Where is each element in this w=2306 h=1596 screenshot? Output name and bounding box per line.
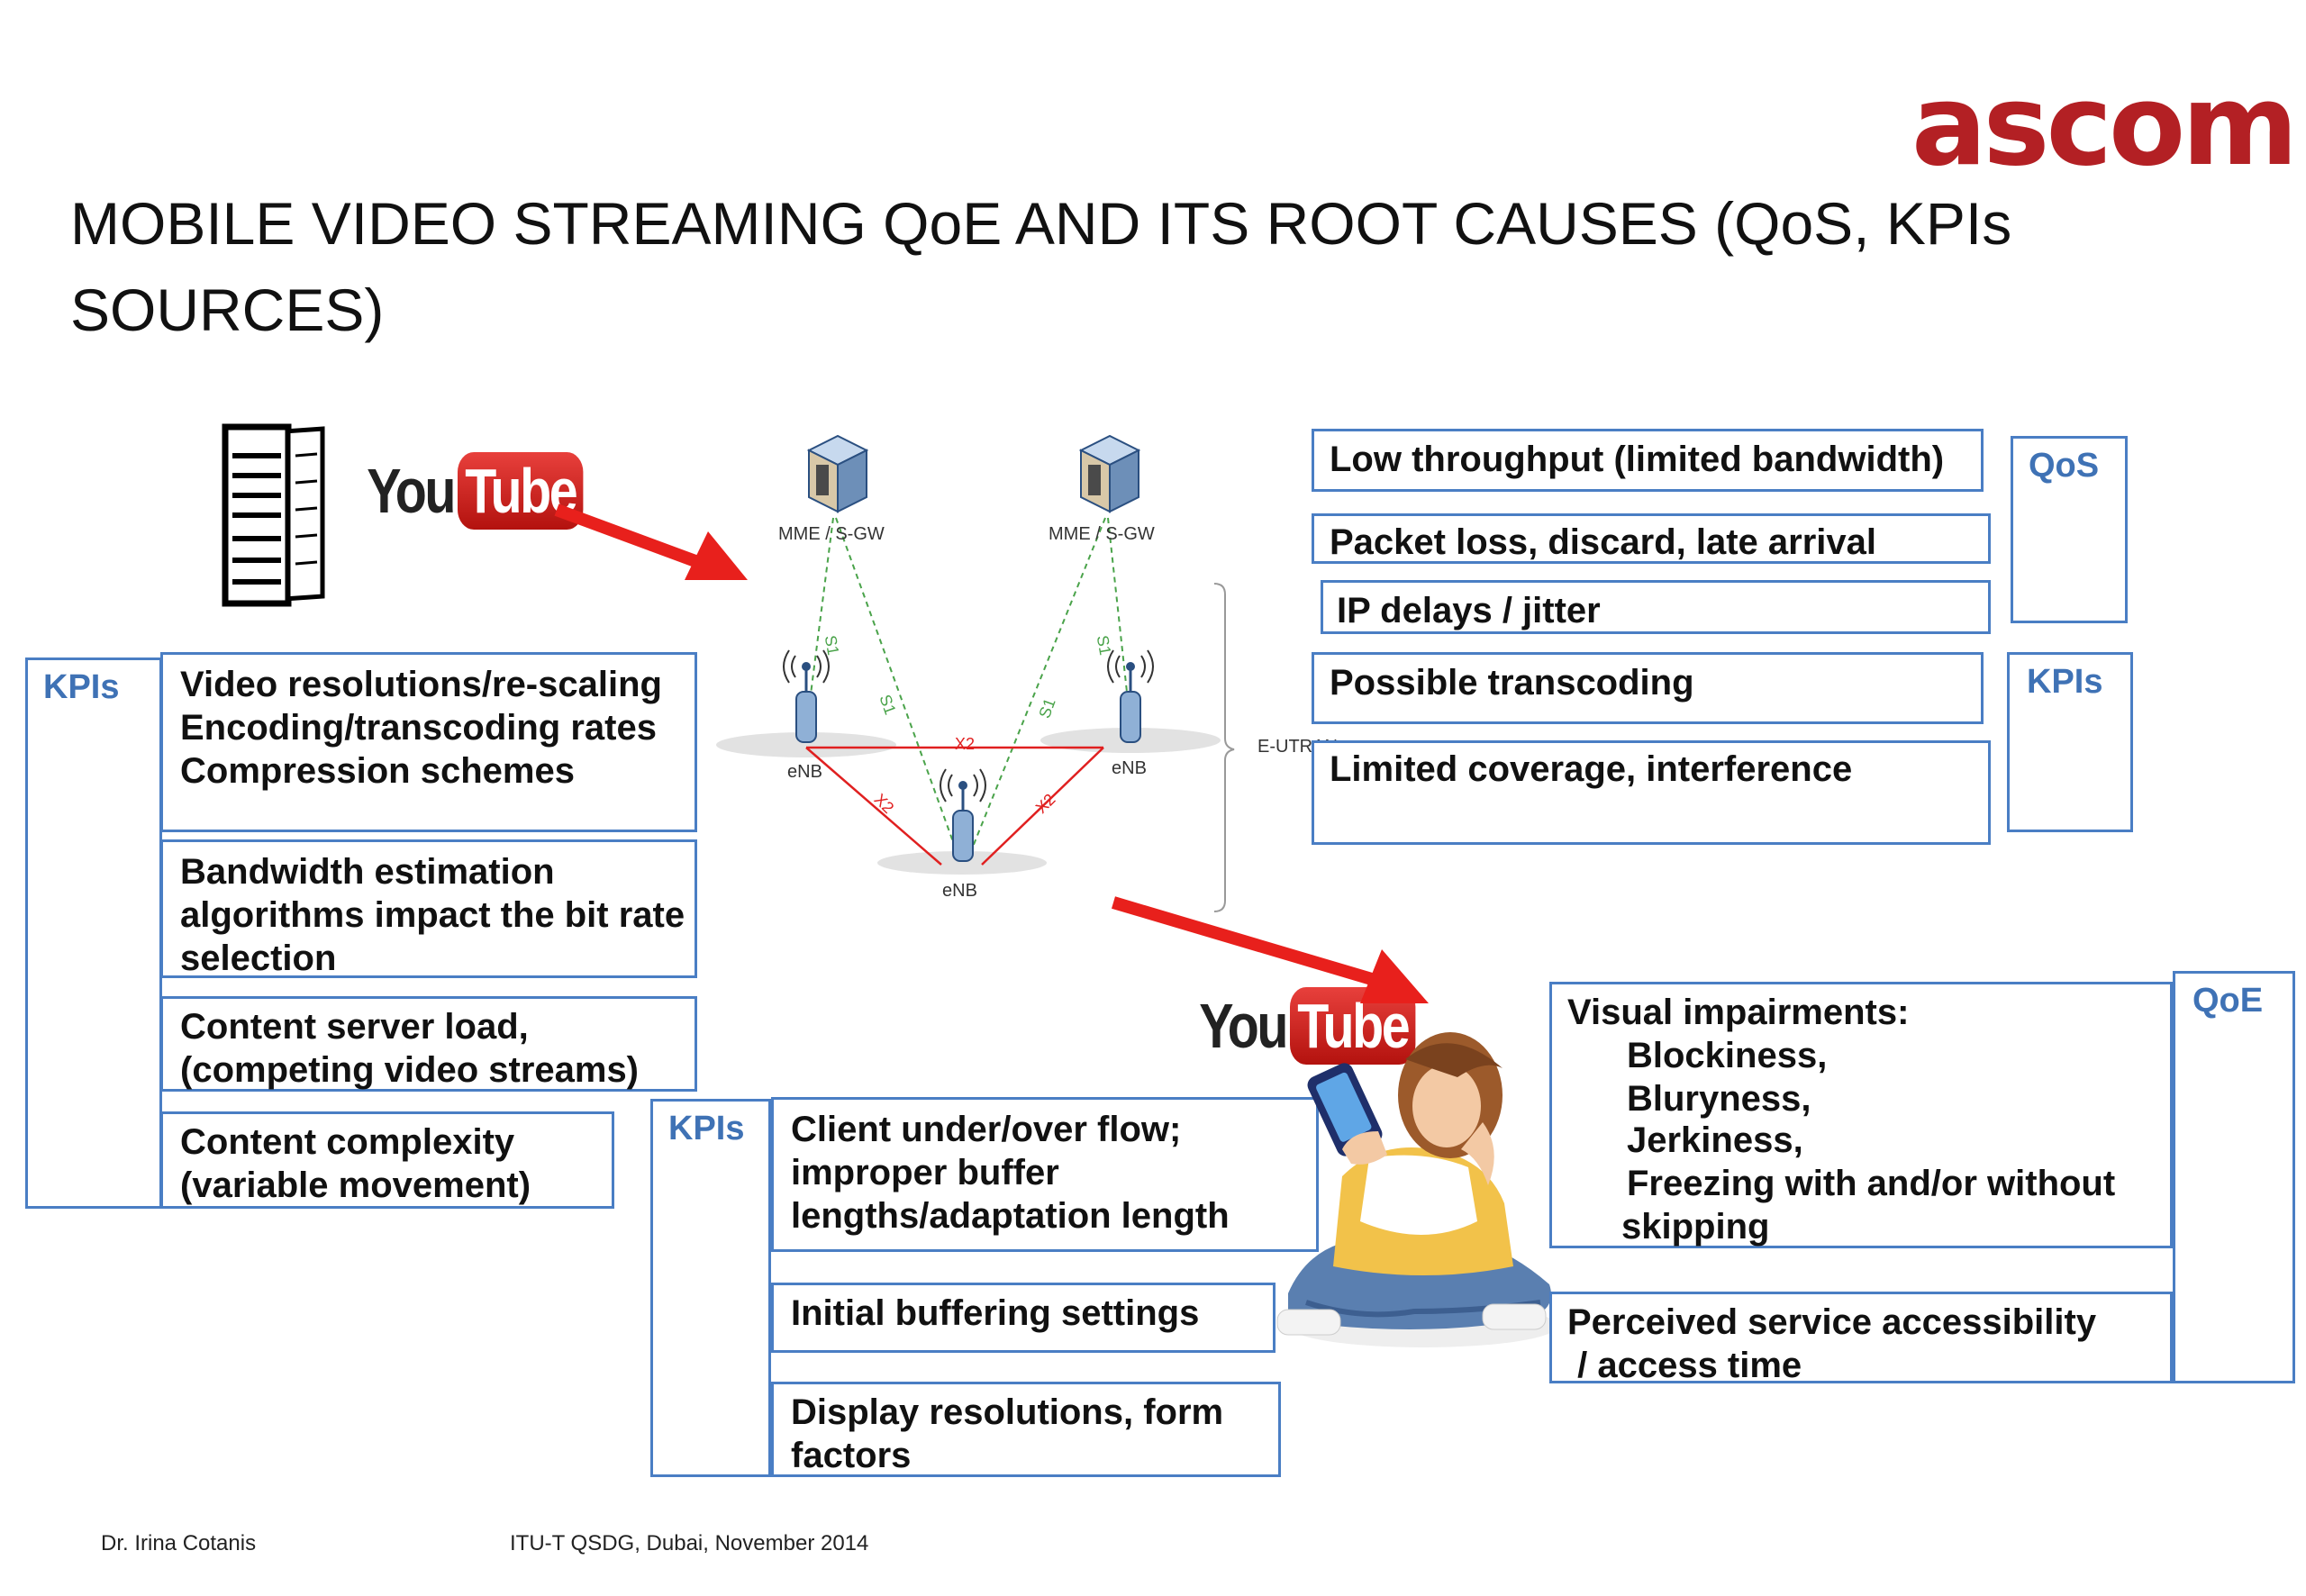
client-kpi-label: KPIs [668,1110,745,1147]
client-item-box [771,1382,1281,1477]
client-item-text: lengths/adaptation length [791,1196,1230,1236]
right-kpi-label: KPIs [2027,663,2103,701]
footer-author: Dr. Irina Cotanis [101,1531,257,1555]
enb-antenna-icon [1107,649,1154,743]
client-item-text: factors [791,1436,912,1475]
left-item-box [160,652,697,832]
left-item-text: Content complexity [180,1122,515,1162]
client-item-text: Client under/over flow; [791,1110,1182,1149]
page-title: MOBILE VIDEO STREAMING QoE AND ITS ROOT … [70,190,2012,343]
mme-label: MME / S-GW [1049,524,1155,544]
client-item-text: Display resolutions, form [791,1392,1224,1432]
enb-antenna-icon [783,649,830,743]
qoe-visual-item: Bluryness, [1627,1079,1811,1119]
youtube-you-text: You [1199,991,1288,1061]
qoe-label: QoE [2193,982,2264,1020]
arrow-server-to-network [554,503,748,580]
client-item-text: improper buffer [791,1153,1059,1192]
user-with-phone-illustration [1276,1032,1558,1347]
mme-label: MME / S-GW [778,524,885,544]
content-server-icon [222,423,325,607]
left-item-text: selection [180,939,337,978]
qos-item-box [1312,652,1984,724]
left-item-text: Compression schemes [180,751,575,791]
enb-label: eNB [787,762,822,782]
client-item-box [771,1097,1319,1252]
enb-label: eNB [942,881,977,901]
s1-label: S1 [1093,633,1115,657]
qoe-access-box [1549,1292,2173,1383]
left-item-text: algorithms impact the bit rate [180,895,685,935]
arrow-network-to-user [1112,896,1429,1003]
e-utran-bracket [1213,583,1235,912]
footer-event: ITU-T QSDG, Dubai, November 2014 [510,1531,869,1555]
left-item-text: Video resolutions/re-scaling [180,665,662,704]
cell-area [716,732,896,757]
left-item-box [160,839,697,978]
client-item-box [771,1283,1276,1353]
qoe-visual-box [1549,982,2173,1248]
qos-item-text: Limited coverage, interference [1330,749,1853,789]
left-item-box [160,996,697,1092]
right-kpi-bracket [2007,652,2133,832]
x2-label: X2 [955,735,976,753]
qoe-bracket [2173,971,2295,1383]
left-item-text: (competing video streams) [180,1050,640,1090]
left-kpi-bracket [25,657,162,1209]
qos-item-text: Low throughput (limited bandwidth) [1330,440,1945,479]
ascom-logo: ascom [1911,61,2298,191]
qos-item-box [1312,740,1991,845]
qos-item-box [1312,513,1991,564]
qos-item-box [1321,580,1991,634]
left-item-text: (variable movement) [180,1165,531,1205]
left-item-text: Encoding/transcoding rates [180,708,657,748]
qoe-visual-title: Visual impairments: [1567,993,1910,1032]
qos-bracket [2011,436,2128,623]
cell-area [877,851,1047,875]
qos-item-text: IP delays / jitter [1337,591,1601,630]
youtube-you-text: You [367,456,456,526]
client-item-text: Initial buffering settings [791,1293,1200,1333]
left-item-text: Bandwidth estimation [180,852,555,892]
qos-item-box [1312,429,1984,492]
e-utran-network-diagram [716,434,1235,912]
mme-server-icon [1078,434,1141,513]
left-kpi-label: KPIs [43,668,120,706]
qoe-visual-tail: skipping [1621,1207,1770,1247]
client-kpi-bracket [650,1099,771,1477]
qoe-visual-item: Blockiness, [1627,1036,1828,1075]
left-item-text: Content server load, [180,1007,529,1047]
s1-label: S1 [821,633,843,657]
qos-item-text: Packet loss, discard, late arrival [1330,522,1877,562]
enb-antenna-icon [940,768,986,862]
x2-links [805,746,1104,866]
left-item-box [160,1111,614,1209]
qos-label: QoS [2029,447,2100,485]
qoe-access-text: Perceived service accessibility [1567,1302,2097,1342]
qoe-access-text: / access time [1567,1346,1802,1385]
s1-links [805,517,1131,848]
qoe-visual-item: Jerkiness, [1627,1120,1803,1160]
qoe-visual-item: Freezing with and/or without [1627,1164,2116,1203]
enb-label: eNB [1112,758,1147,778]
mme-server-icon [806,434,869,513]
qos-item-text: Possible transcoding [1330,663,1694,703]
